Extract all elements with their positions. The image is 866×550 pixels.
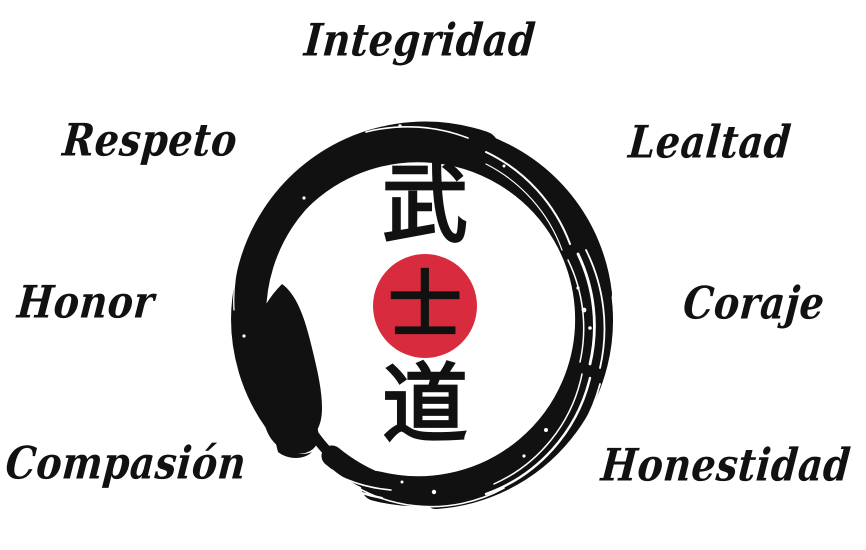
- virtue-label-respeto: Respeto: [60, 112, 240, 166]
- virtue-label-honor: Honor: [15, 274, 157, 328]
- kanji-shi: 士: [388, 263, 462, 349]
- virtue-label-lealtad: Lealtad: [626, 114, 794, 168]
- kanji-do: 道: [382, 355, 468, 455]
- red-sun-circle: 士: [373, 254, 477, 358]
- virtue-label-coraje: Coraje: [681, 275, 827, 329]
- virtue-label-integridad: Integridad: [302, 12, 538, 66]
- bushido-kanji-column: 武 士 道: [335, 162, 515, 448]
- kanji-bu: 武: [382, 155, 468, 255]
- virtue-label-compasion: Compasión: [3, 435, 249, 489]
- virtue-label-honestidad: Honestidad: [599, 437, 853, 491]
- enso-circle: [186, 78, 634, 526]
